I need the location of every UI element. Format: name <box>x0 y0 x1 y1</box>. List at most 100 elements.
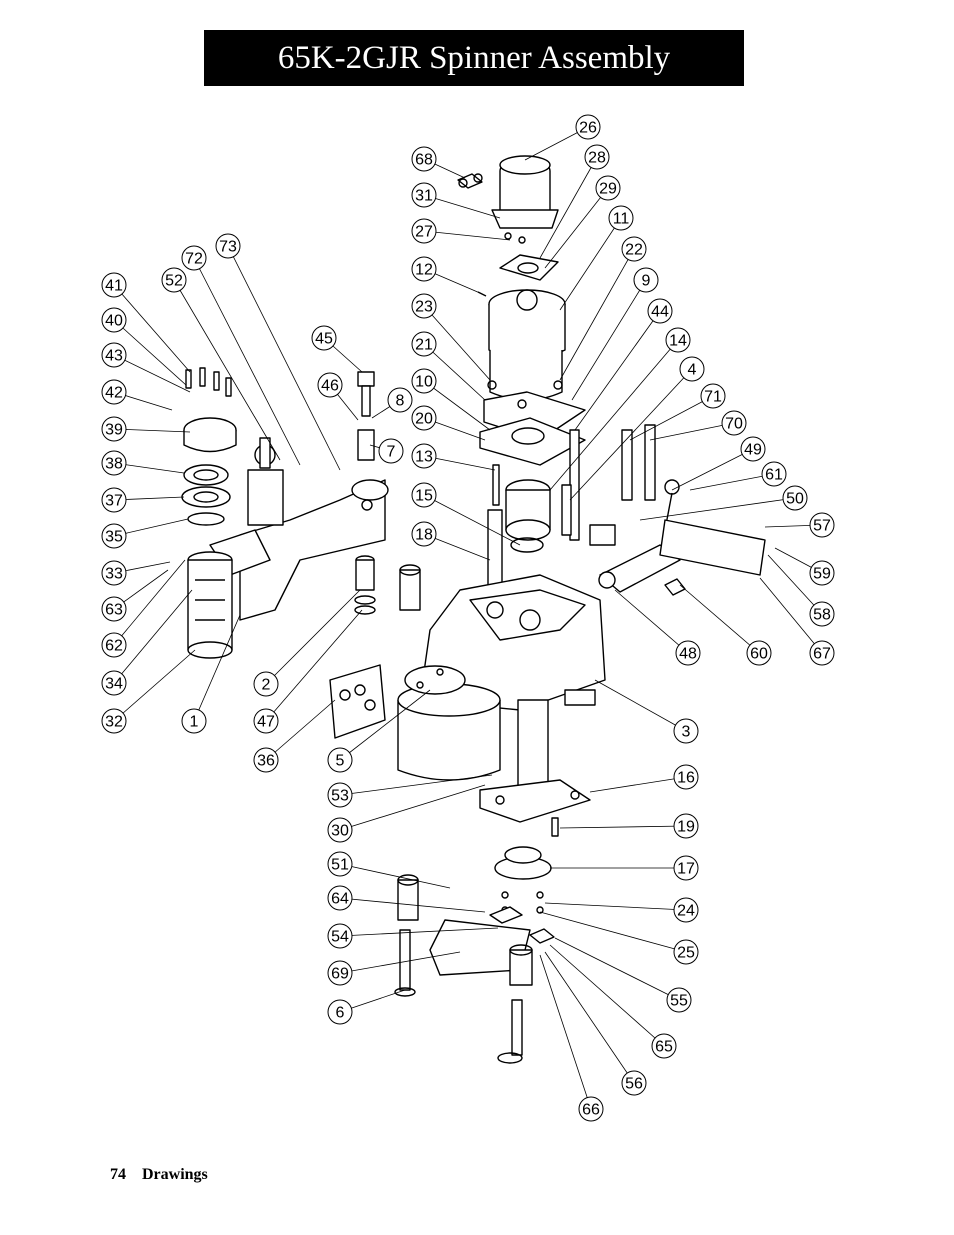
callout-circle <box>411 331 437 357</box>
callout-number: 63 <box>105 602 123 619</box>
callout-circle <box>101 560 127 586</box>
leader-line <box>549 944 665 1047</box>
callout-number: 23 <box>415 299 433 316</box>
callout-number: 3 <box>682 724 691 741</box>
callout-circle <box>317 372 343 398</box>
bearing-part <box>183 464 229 486</box>
sprocket-part <box>505 479 551 541</box>
callout-70: 70 <box>721 410 747 436</box>
callout-44: 44 <box>647 298 673 324</box>
callout-circle <box>809 601 835 627</box>
callout-circle <box>327 817 353 843</box>
callout-circle <box>327 747 353 773</box>
callout-52: 52 <box>161 267 187 293</box>
column-part <box>479 699 591 823</box>
leader-line <box>113 559 186 646</box>
callout-circle <box>181 245 207 271</box>
leader-line <box>423 494 521 546</box>
callout-circle <box>101 272 127 298</box>
leader-line <box>569 368 693 501</box>
callout-23: 23 <box>411 293 437 319</box>
callout-circle <box>740 436 766 462</box>
callout-73: 73 <box>215 233 241 259</box>
leader-line <box>423 194 501 219</box>
callout-3: 3 <box>673 718 699 744</box>
leader-line <box>113 589 193 684</box>
callout-circle <box>673 897 699 923</box>
callout-number: 61 <box>765 467 783 484</box>
leader-line <box>571 279 647 401</box>
callout-circle <box>651 1033 677 1059</box>
callout-20: 20 <box>411 405 437 431</box>
callout-69: 69 <box>327 960 353 986</box>
callout-26: 26 <box>575 114 601 140</box>
callout-42: 42 <box>101 379 127 405</box>
callout-49: 49 <box>740 436 766 462</box>
callout-2: 2 <box>253 671 279 697</box>
callout-number: 34 <box>105 676 123 693</box>
callout-58: 58 <box>809 601 835 627</box>
leader-line <box>589 776 687 793</box>
callout-circle <box>327 999 353 1025</box>
bolt-part <box>185 367 232 397</box>
bearing-part <box>181 486 231 508</box>
callout-38: 38 <box>101 450 127 476</box>
callout-circle <box>809 640 835 666</box>
callout-circle <box>327 923 353 949</box>
callout-number: 47 <box>257 714 275 731</box>
leader-line <box>113 319 187 386</box>
callout-circle <box>101 487 127 513</box>
callout-number: 38 <box>105 456 123 473</box>
leader-line <box>113 428 191 433</box>
callout-15: 15 <box>411 482 437 508</box>
callout-circle <box>673 718 699 744</box>
callout-60: 60 <box>746 640 772 666</box>
leader-line <box>423 343 486 401</box>
callout-number: 69 <box>331 966 349 983</box>
callout-56: 56 <box>621 1070 647 1096</box>
callout-circle <box>608 205 634 231</box>
leader-line <box>339 897 486 913</box>
callout-number: 51 <box>331 857 349 874</box>
callout-circle <box>101 450 127 476</box>
callout-number: 5 <box>336 753 345 770</box>
callout-number: 59 <box>813 566 831 583</box>
callout-4: 4 <box>679 356 705 382</box>
callout-28: 28 <box>584 144 610 170</box>
callout-number: 26 <box>579 120 597 137</box>
callout-circle <box>101 632 127 658</box>
callout-number: 68 <box>415 152 433 169</box>
callout-14: 14 <box>665 327 691 353</box>
callout-number: 54 <box>331 929 349 946</box>
callout-circle <box>647 298 673 324</box>
callout-circle <box>700 383 726 409</box>
callout-circle <box>595 175 621 201</box>
leader-line <box>639 497 796 521</box>
callout-40: 40 <box>101 307 127 333</box>
slide-part <box>247 437 284 526</box>
callout-63: 63 <box>101 596 127 622</box>
pin-part <box>399 929 411 991</box>
callout-number: 29 <box>599 181 617 198</box>
callout-circle <box>253 708 279 734</box>
leader-line <box>423 230 511 241</box>
callout-25: 25 <box>673 939 699 965</box>
callout-46: 46 <box>317 372 343 398</box>
leader-line <box>767 554 823 615</box>
callout-number: 9 <box>642 273 651 290</box>
callout-circle <box>161 267 187 293</box>
callout-number: 18 <box>415 527 433 544</box>
callout-57: 57 <box>809 512 835 538</box>
callout-47: 47 <box>253 708 279 734</box>
leader-line <box>544 902 687 911</box>
leader-line <box>574 310 661 431</box>
callout-27: 27 <box>411 218 437 244</box>
callout-number: 56 <box>625 1076 643 1093</box>
callout-number: 7 <box>387 444 396 461</box>
callout-circle <box>673 855 699 881</box>
callout-number: 64 <box>331 891 349 908</box>
callout-7: 7 <box>378 438 404 464</box>
callout-number: 28 <box>588 150 606 167</box>
leader-line <box>339 784 486 831</box>
callout-number: 41 <box>105 278 123 295</box>
